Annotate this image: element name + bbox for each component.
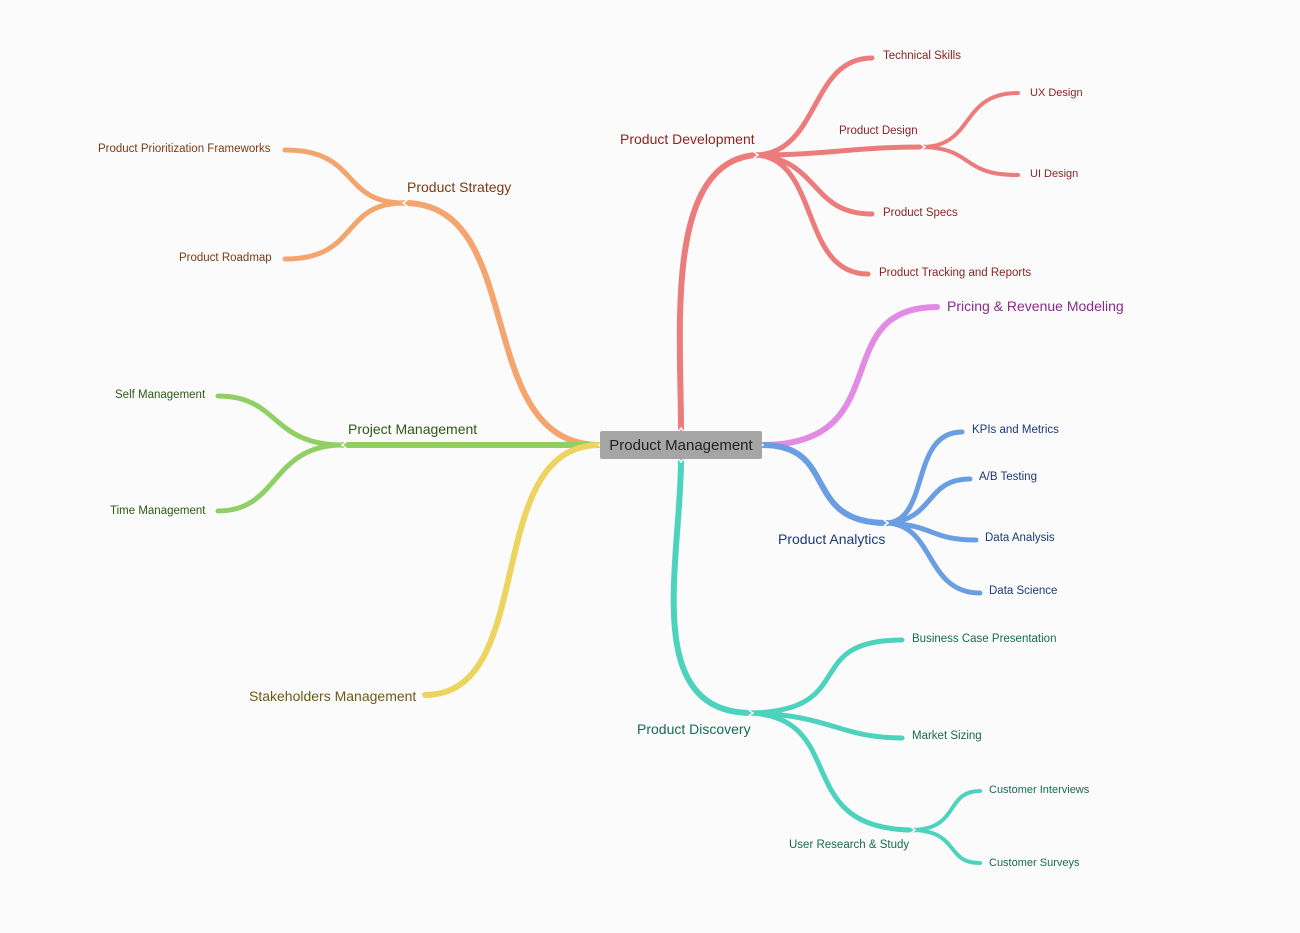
junction-chevron-icon bbox=[910, 826, 917, 834]
node-self-management[interactable]: Self Management bbox=[115, 389, 206, 401]
node-time-management[interactable]: Time Management bbox=[110, 505, 206, 517]
edge-research-interviews bbox=[912, 789, 982, 832]
node-product-discovery[interactable]: Product Discovery bbox=[637, 721, 751, 737]
node-customer-surveys[interactable]: Customer Surveys bbox=[989, 857, 1080, 869]
node-prioritization-frameworks[interactable]: Product Prioritization Frameworks bbox=[98, 143, 271, 155]
edge-discovery-business bbox=[749, 637, 905, 716]
junction-chevron-icon bbox=[677, 457, 685, 464]
node-project-management[interactable]: Project Management bbox=[348, 421, 478, 437]
edge-analytics-ab bbox=[884, 476, 973, 526]
node-product-strategy[interactable]: Product Strategy bbox=[407, 179, 512, 195]
edge-discovery-sizing bbox=[749, 710, 905, 741]
node-technical-skills[interactable]: Technical Skills bbox=[883, 50, 961, 62]
junction-chevron-icon bbox=[883, 519, 890, 527]
node-customer-interviews[interactable]: Customer Interviews bbox=[989, 784, 1090, 796]
node-data-science[interactable]: Data Science bbox=[989, 585, 1058, 597]
edge-design-ui bbox=[922, 145, 1020, 177]
node-product-roadmap[interactable]: Product Roadmap bbox=[179, 252, 272, 264]
edge-root-analytics bbox=[759, 442, 890, 526]
node-data-analysis[interactable]: Data Analysis bbox=[985, 532, 1055, 544]
node-stakeholders-management[interactable]: Stakeholders Management bbox=[249, 688, 417, 704]
edge-research-surveys bbox=[912, 828, 982, 865]
node-ux-design[interactable]: UX Design bbox=[1030, 87, 1083, 99]
node-business-case[interactable]: Business Case Presentation bbox=[912, 633, 1057, 645]
junction-chevron-icon bbox=[920, 143, 927, 151]
edge-root-pricing bbox=[759, 304, 940, 448]
edge-dev-technical bbox=[754, 55, 875, 158]
node-market-sizing[interactable]: Market Sizing bbox=[912, 730, 982, 742]
junction-chevron-icon bbox=[753, 151, 760, 159]
junction-chevron-icon bbox=[748, 709, 755, 717]
edge-analytics-kpis bbox=[884, 429, 965, 526]
edge-dev-design bbox=[754, 144, 927, 158]
edge-root-strategy bbox=[401, 200, 603, 448]
edge-root-discovery bbox=[670, 457, 755, 716]
node-ui-design[interactable]: UI Design bbox=[1030, 168, 1079, 180]
node-product-specs[interactable]: Product Specs bbox=[883, 207, 958, 219]
node-product-tracking[interactable]: Product Tracking and Reports bbox=[879, 267, 1032, 279]
root-label: Product Management bbox=[609, 436, 753, 454]
node-kpis-metrics[interactable]: KPIs and Metrics bbox=[972, 424, 1059, 436]
junction-chevron-icon bbox=[401, 199, 408, 207]
edge-dev-tracking bbox=[754, 152, 871, 277]
edge-strategy-roadmap bbox=[282, 200, 407, 262]
edge-root-stakeholders bbox=[422, 442, 603, 698]
node-product-design[interactable]: Product Design bbox=[839, 125, 918, 137]
edge-design-ux bbox=[922, 91, 1020, 149]
edge-dev-specs bbox=[754, 152, 875, 217]
root-node[interactable]: Product Management bbox=[600, 431, 762, 459]
edge-project-self bbox=[215, 393, 346, 448]
node-product-development[interactable]: Product Development bbox=[620, 131, 755, 147]
edge-strategy-prioritization bbox=[282, 147, 407, 206]
junction-chevron-icon bbox=[340, 441, 347, 449]
node-ab-testing[interactable]: A/B Testing bbox=[979, 471, 1037, 483]
edge-root-development bbox=[676, 152, 760, 433]
junction-chevron-icon bbox=[677, 426, 685, 433]
edge-discovery-research bbox=[749, 710, 917, 833]
edge-project-time bbox=[215, 442, 346, 514]
node-product-analytics[interactable]: Product Analytics bbox=[778, 531, 886, 547]
edge-analytics-science bbox=[884, 520, 983, 596]
node-user-research[interactable]: User Research & Study bbox=[789, 839, 910, 851]
node-pricing-revenue[interactable]: Pricing & Revenue Modeling bbox=[947, 298, 1124, 314]
